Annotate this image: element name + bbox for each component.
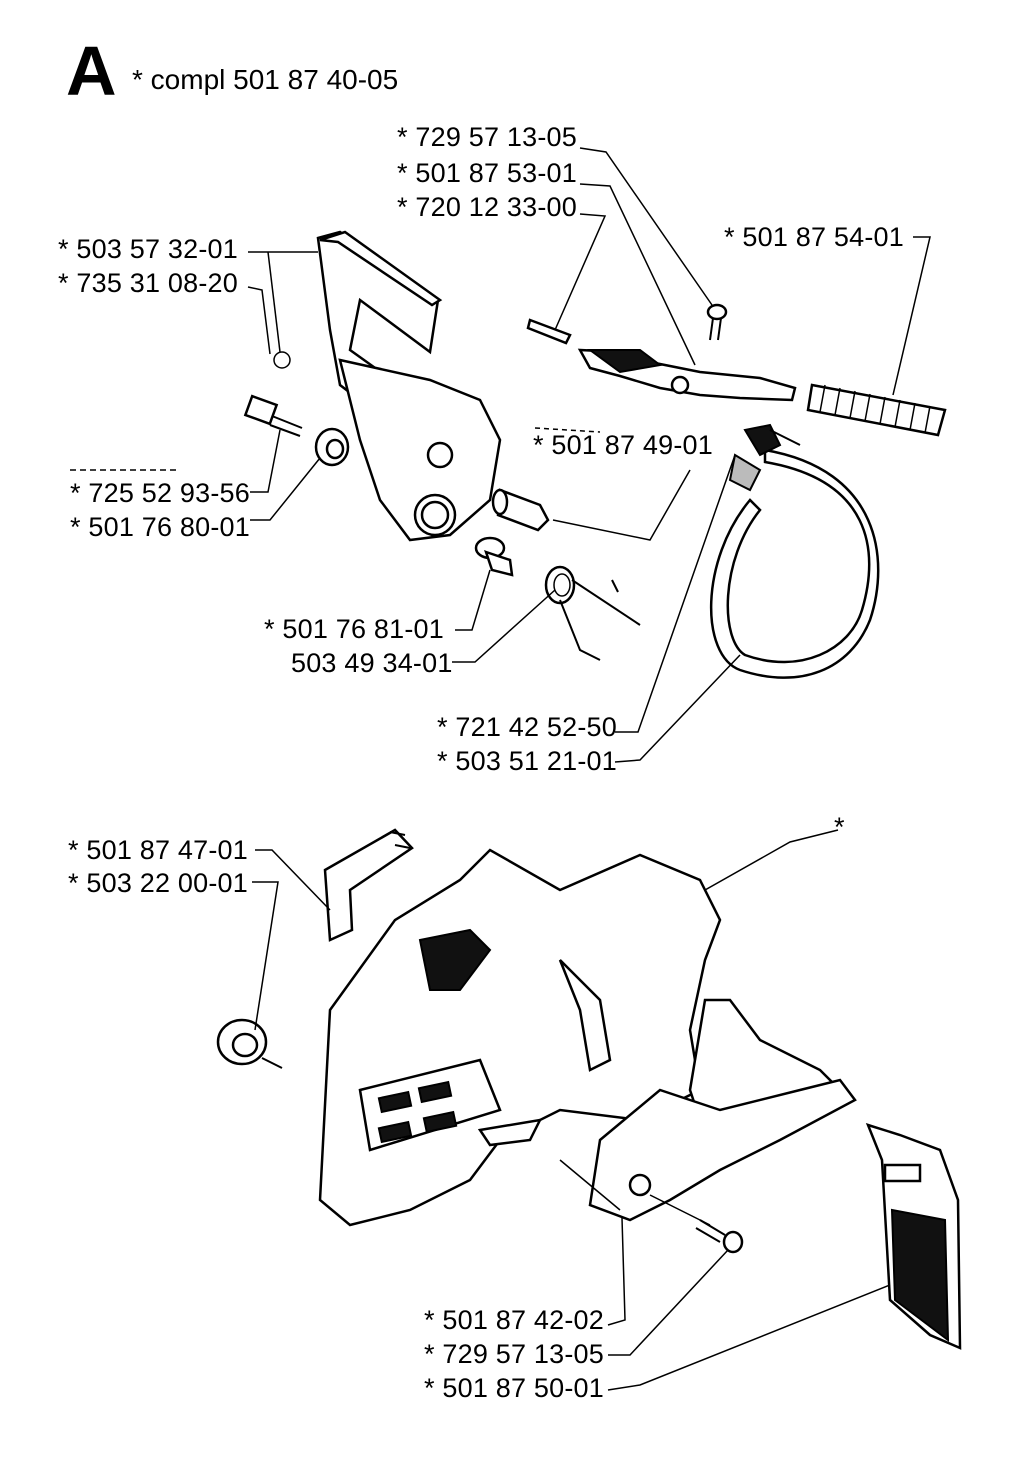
part-label: * 501 87 49-01 [533,430,713,460]
bracket [323,828,414,942]
brake-handle [316,230,502,542]
toggle-lever [577,348,797,402]
part-label: * 729 57 13-05 [424,1339,604,1369]
part-label: * [834,812,845,842]
scan-mark [534,427,601,433]
part-label: * 503 57 32-01 [58,234,238,264]
spring-pin [526,318,572,345]
part-label: * 501 87 42-02 [424,1305,604,1335]
screw-lower [695,1219,744,1254]
guide-plate [865,1123,962,1350]
part-label: * 501 87 47-01 [68,835,248,865]
brake-band [709,423,880,679]
part-label: * 720 12 33-00 [397,192,577,222]
part-label: * 503 51 21-01 [437,746,617,776]
circlip [273,351,291,369]
part-label: * 729 57 13-05 [397,122,577,152]
part-label: 503 49 34-01 [291,648,453,678]
torsion-spring [544,565,641,661]
part-label: * 721 42 52-50 [437,712,617,742]
cover-plate [588,1078,857,1222]
assembly-caption: * compl 501 87 40-05 [132,64,399,95]
part-label: * 501 87 50-01 [424,1373,604,1403]
part-label: * 501 76 81-01 [264,614,444,644]
bolt [243,394,303,437]
brake-spring [806,383,947,437]
leader-lines-lower [252,829,891,1391]
part-label: * 735 31 08-20 [58,268,238,298]
part-label: * 501 87 54-01 [724,222,904,252]
part-label: * 501 76 80-01 [70,512,250,542]
bushing [314,427,350,467]
section-letter: A [66,32,117,110]
clutch-cover [318,848,722,1227]
leader-lines-upper [247,147,931,763]
flange-nut [216,1018,283,1069]
screw-top [706,303,728,341]
part-label: * 725 52 93-56 [70,478,250,508]
part-label: * 501 87 53-01 [397,158,577,188]
part-label: * 503 22 00-01 [68,868,248,898]
pivot-pin [491,488,550,532]
shoulder-screw [474,536,514,577]
